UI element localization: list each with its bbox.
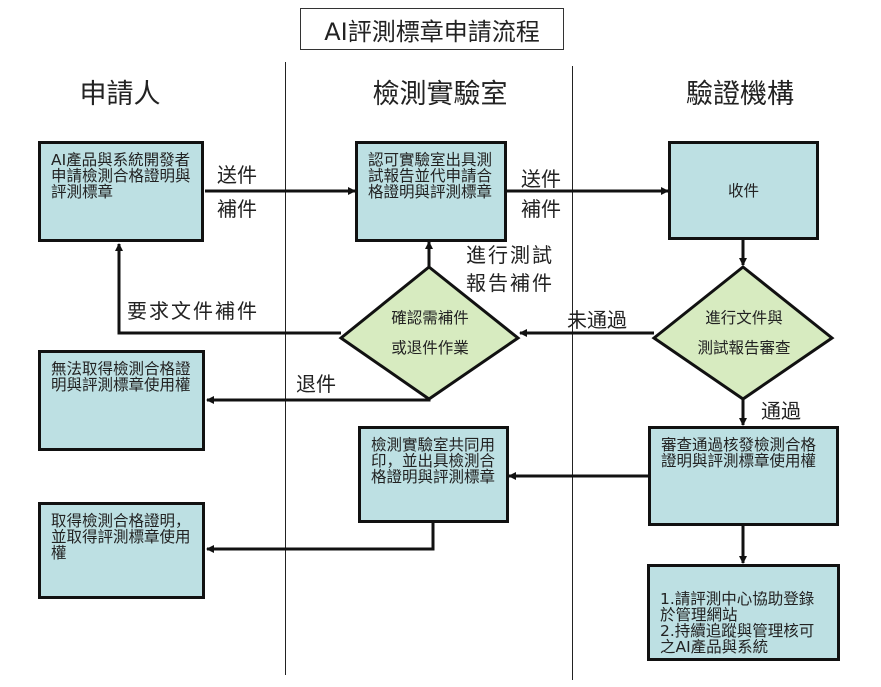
node-cert-receive-text: 收件 — [727, 181, 759, 200]
edge-lab-to-applicant-granted — [206, 522, 435, 553]
edge-label-test-report-supplement-2: 報告補件 — [466, 271, 554, 295]
decision-cert-review-text: 進行文件與 測試報告審查 — [684, 303, 804, 363]
node-cert-followup: 1.請評測中心協助登錄於管理網站 2.持續追蹤與管理核可之AI產品與系統 — [647, 564, 840, 661]
edge-label-request-docs: 要求文件補件 — [127, 299, 259, 323]
edge-label-supplement-1: 補件 — [217, 197, 257, 221]
edge-label-rejected: 退件 — [296, 372, 336, 396]
decision-cert-review-line1: 進行文件與 — [705, 309, 783, 327]
node-cert-approve: 審查通過核發檢測合格證明與評測標章使用權 — [648, 426, 839, 526]
lane-title-applicant: 申請人 — [79, 79, 161, 110]
decision-lab-confirm-text: 確認需補件 或退件作業 — [370, 303, 490, 363]
decision-lab-confirm-line2: 或退件作業 — [391, 339, 469, 357]
node-lab-co-seal: 檢測實驗室共同用印，並出具檢測合格證明與評測標章 — [358, 426, 509, 523]
node-applicant-denied: 無法取得檢測合格證明與評測標章使用權 — [38, 350, 205, 451]
lane-title-lab: 檢測實驗室 — [372, 79, 508, 110]
edge-label-passed: 通過 — [761, 399, 801, 423]
node-applicant-denied-text: 無法取得檢測合格證明與評測標章使用權 — [51, 360, 191, 394]
node-applicant-submit-text: AI產品與系統開發者申請檢測合格證明與評測標章 — [51, 151, 191, 201]
edge-confirm-to-applicant — [115, 243, 341, 335]
decision-lab-confirm-line1: 確認需補件 — [391, 309, 469, 327]
edge-label-send-1: 送件 — [217, 163, 257, 187]
edge-label-send-2: 送件 — [521, 167, 561, 191]
diagram-title: AI評測標章申請流程 — [300, 8, 564, 50]
lane-title-certifier: 驗證機構 — [686, 79, 794, 110]
node-applicant-granted: 取得檢測合格證明，並取得評測標章使用權 — [38, 502, 205, 599]
lane-divider-1 — [285, 62, 286, 675]
node-applicant-granted-text: 取得檢測合格證明，並取得評測標章使用權 — [51, 512, 191, 562]
node-lab-co-seal-text: 檢測實驗室共同用印，並出具檢測合格證明與評測標章 — [371, 436, 496, 486]
node-cert-receive: 收件 — [668, 141, 819, 240]
decision-cert-review-line2: 測試報告審查 — [697, 339, 791, 357]
node-applicant-submit: AI產品與系統開發者申請檢測合格證明與評測標章 — [38, 141, 204, 242]
edge-confirm-reject — [206, 396, 431, 404]
node-cert-followup-text: 1.請評測中心協助登錄於管理網站 2.持續追蹤與管理核可之AI產品與系統 — [660, 590, 815, 656]
edge-label-test-report-supplement-1: 進行測試 — [466, 243, 554, 267]
node-cert-approve-text: 審查通過核發檢測合格證明與評測標章使用權 — [661, 436, 817, 470]
node-lab-issue-report-text: 認可實驗室出具測試報告並代申請合格證明與評測標章 — [368, 151, 493, 201]
lane-divider-2 — [572, 66, 573, 680]
edge-label-supplement-2: 補件 — [521, 197, 561, 221]
node-lab-issue-report: 認可實驗室出具測試報告並代申請合格證明與評測標章 — [355, 141, 507, 242]
edge-label-not-passed: 未通過 — [567, 308, 627, 332]
diagram-title-text: AI評測標章申請流程 — [324, 17, 540, 46]
